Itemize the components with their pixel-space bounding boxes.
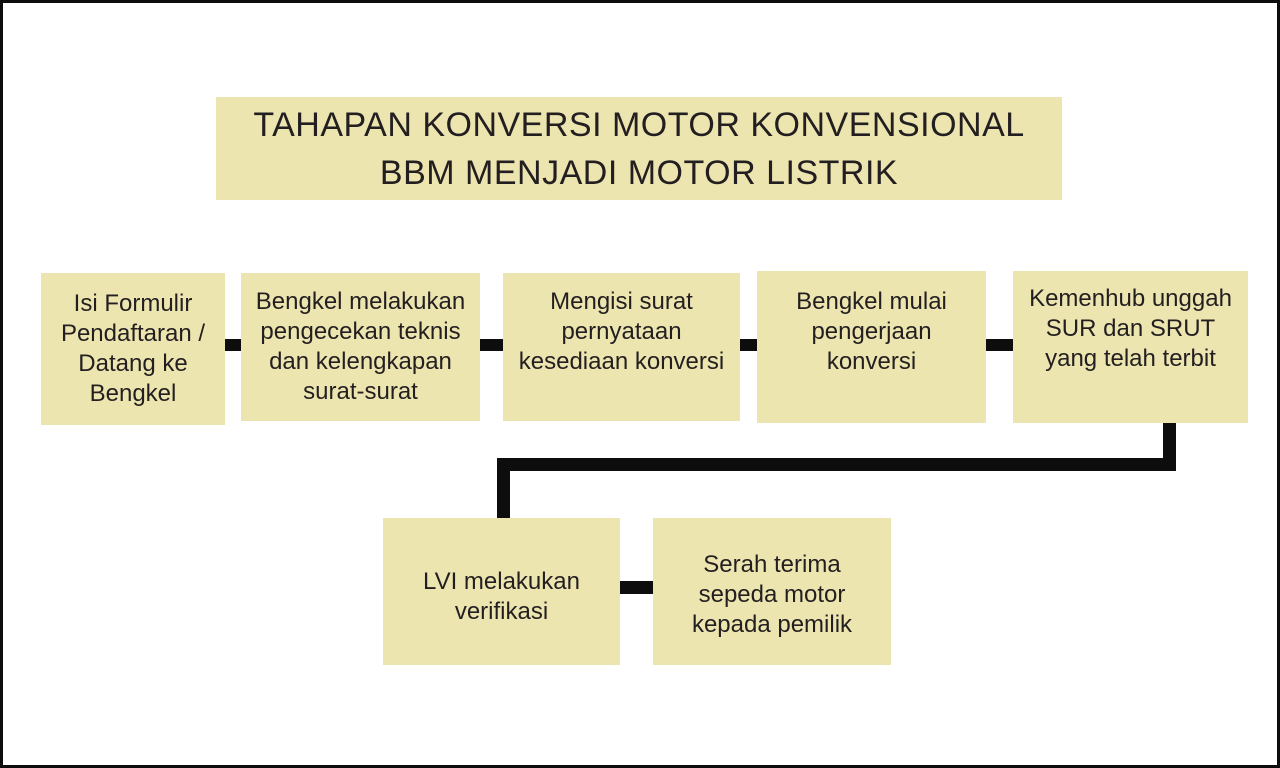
step-box-pengerjaan-konversi: Bengkel mulai pengerjaan konversi [757, 271, 986, 423]
connector-elbow-horizontal-segment [497, 458, 1176, 471]
flowchart-title: TAHAPAN KONVERSI MOTOR KONVENSIONAL BBM … [216, 97, 1062, 200]
connector-step2-step3 [480, 339, 503, 351]
connector-step6-step7 [620, 581, 653, 594]
step-box-isi-formulir: Isi Formulir Pendaftaran / Datang ke Ben… [41, 273, 225, 425]
step-box-pengecekan-teknis: Bengkel melakukan pengecekan teknis dan … [241, 273, 480, 421]
connector-step3-step4 [740, 339, 757, 351]
connector-step1-step2 [225, 339, 241, 351]
step-box-lvi-verifikasi: LVI melakukan verifikasi [383, 518, 620, 665]
step-box-surat-pernyataan: Mengisi surat pernyataan kesediaan konve… [503, 273, 740, 421]
step-box-serah-terima: Serah terima sepeda motor kepada pemilik [653, 518, 891, 665]
connector-down-to-step6-segment [497, 458, 510, 518]
connector-step4-step5 [986, 339, 1013, 351]
step-box-kemenhub-unggah: Kemenhub unggah SUR dan SRUT yang telah … [1013, 271, 1248, 423]
